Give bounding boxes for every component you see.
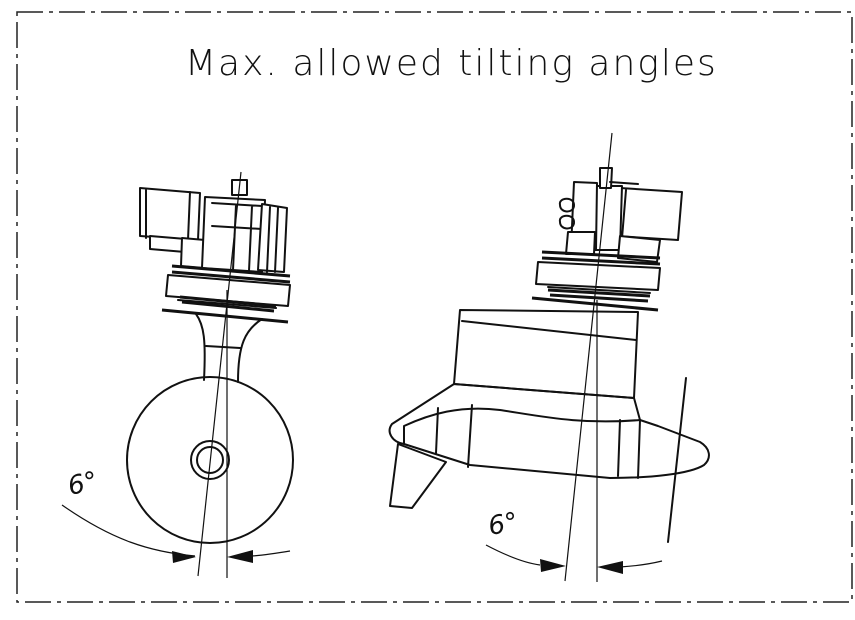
drawing-title: Max. allowed tilting angles [185,43,718,84]
right-pod [388,383,710,479]
right-tilted-axis [564,132,613,582]
right-fin [389,443,447,509]
left-angle-dimension [61,504,291,563]
right-propeller-edge [667,377,687,543]
right-angle-arrow-right [597,561,623,574]
left-thruster-view: 6° [61,171,294,578]
right-gear-housing [453,309,639,399]
left-motor-unit [139,179,288,273]
left-tilted-axis [197,171,242,577]
left-neck [195,313,263,383]
right-angle-dimension [485,544,663,574]
drawing-frame [16,11,853,603]
right-thruster-view: 6° [388,132,710,582]
left-tunnel [126,376,294,544]
right-flange-stack [531,250,661,312]
right-motor-unit [558,167,683,263]
left-angle-arrow-left [172,551,196,563]
left-angle-label: 6° [65,466,100,501]
right-angle-label: 6° [486,507,520,542]
left-angle-arrow-right [227,550,253,563]
right-angle-arrow-left [540,559,566,572]
